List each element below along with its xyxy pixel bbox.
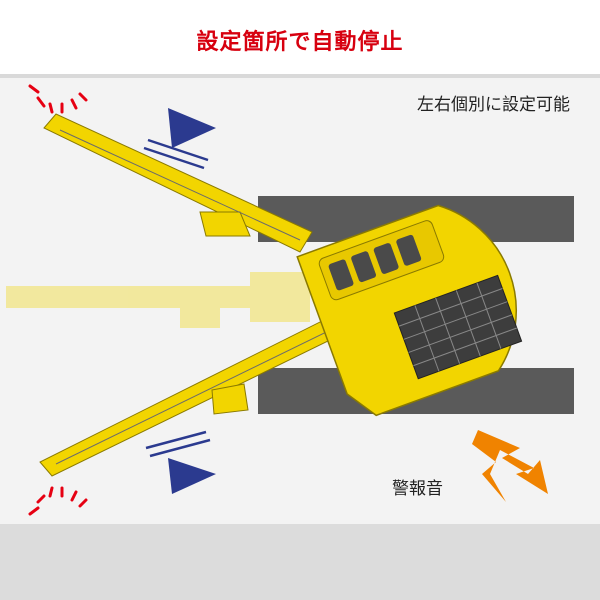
boom-ghost-center xyxy=(6,272,310,328)
footer-band xyxy=(0,524,600,600)
alarm-bolt-icon xyxy=(472,430,548,502)
boom-upper xyxy=(43,113,313,253)
direction-arrow-bottom xyxy=(145,430,216,494)
stop-warning-icon-bottom xyxy=(28,486,88,516)
upper-structure xyxy=(296,204,523,417)
header-band xyxy=(0,0,600,74)
stop-warning-icon-top xyxy=(28,84,88,114)
header-divider xyxy=(0,74,600,78)
left-right-individual-label: 左右個別に設定可能 xyxy=(417,95,570,115)
direction-arrow-top xyxy=(143,108,216,170)
diagram-title: 設定箇所で自動停止 xyxy=(196,30,404,55)
alarm-label: 警報音 xyxy=(392,479,443,499)
